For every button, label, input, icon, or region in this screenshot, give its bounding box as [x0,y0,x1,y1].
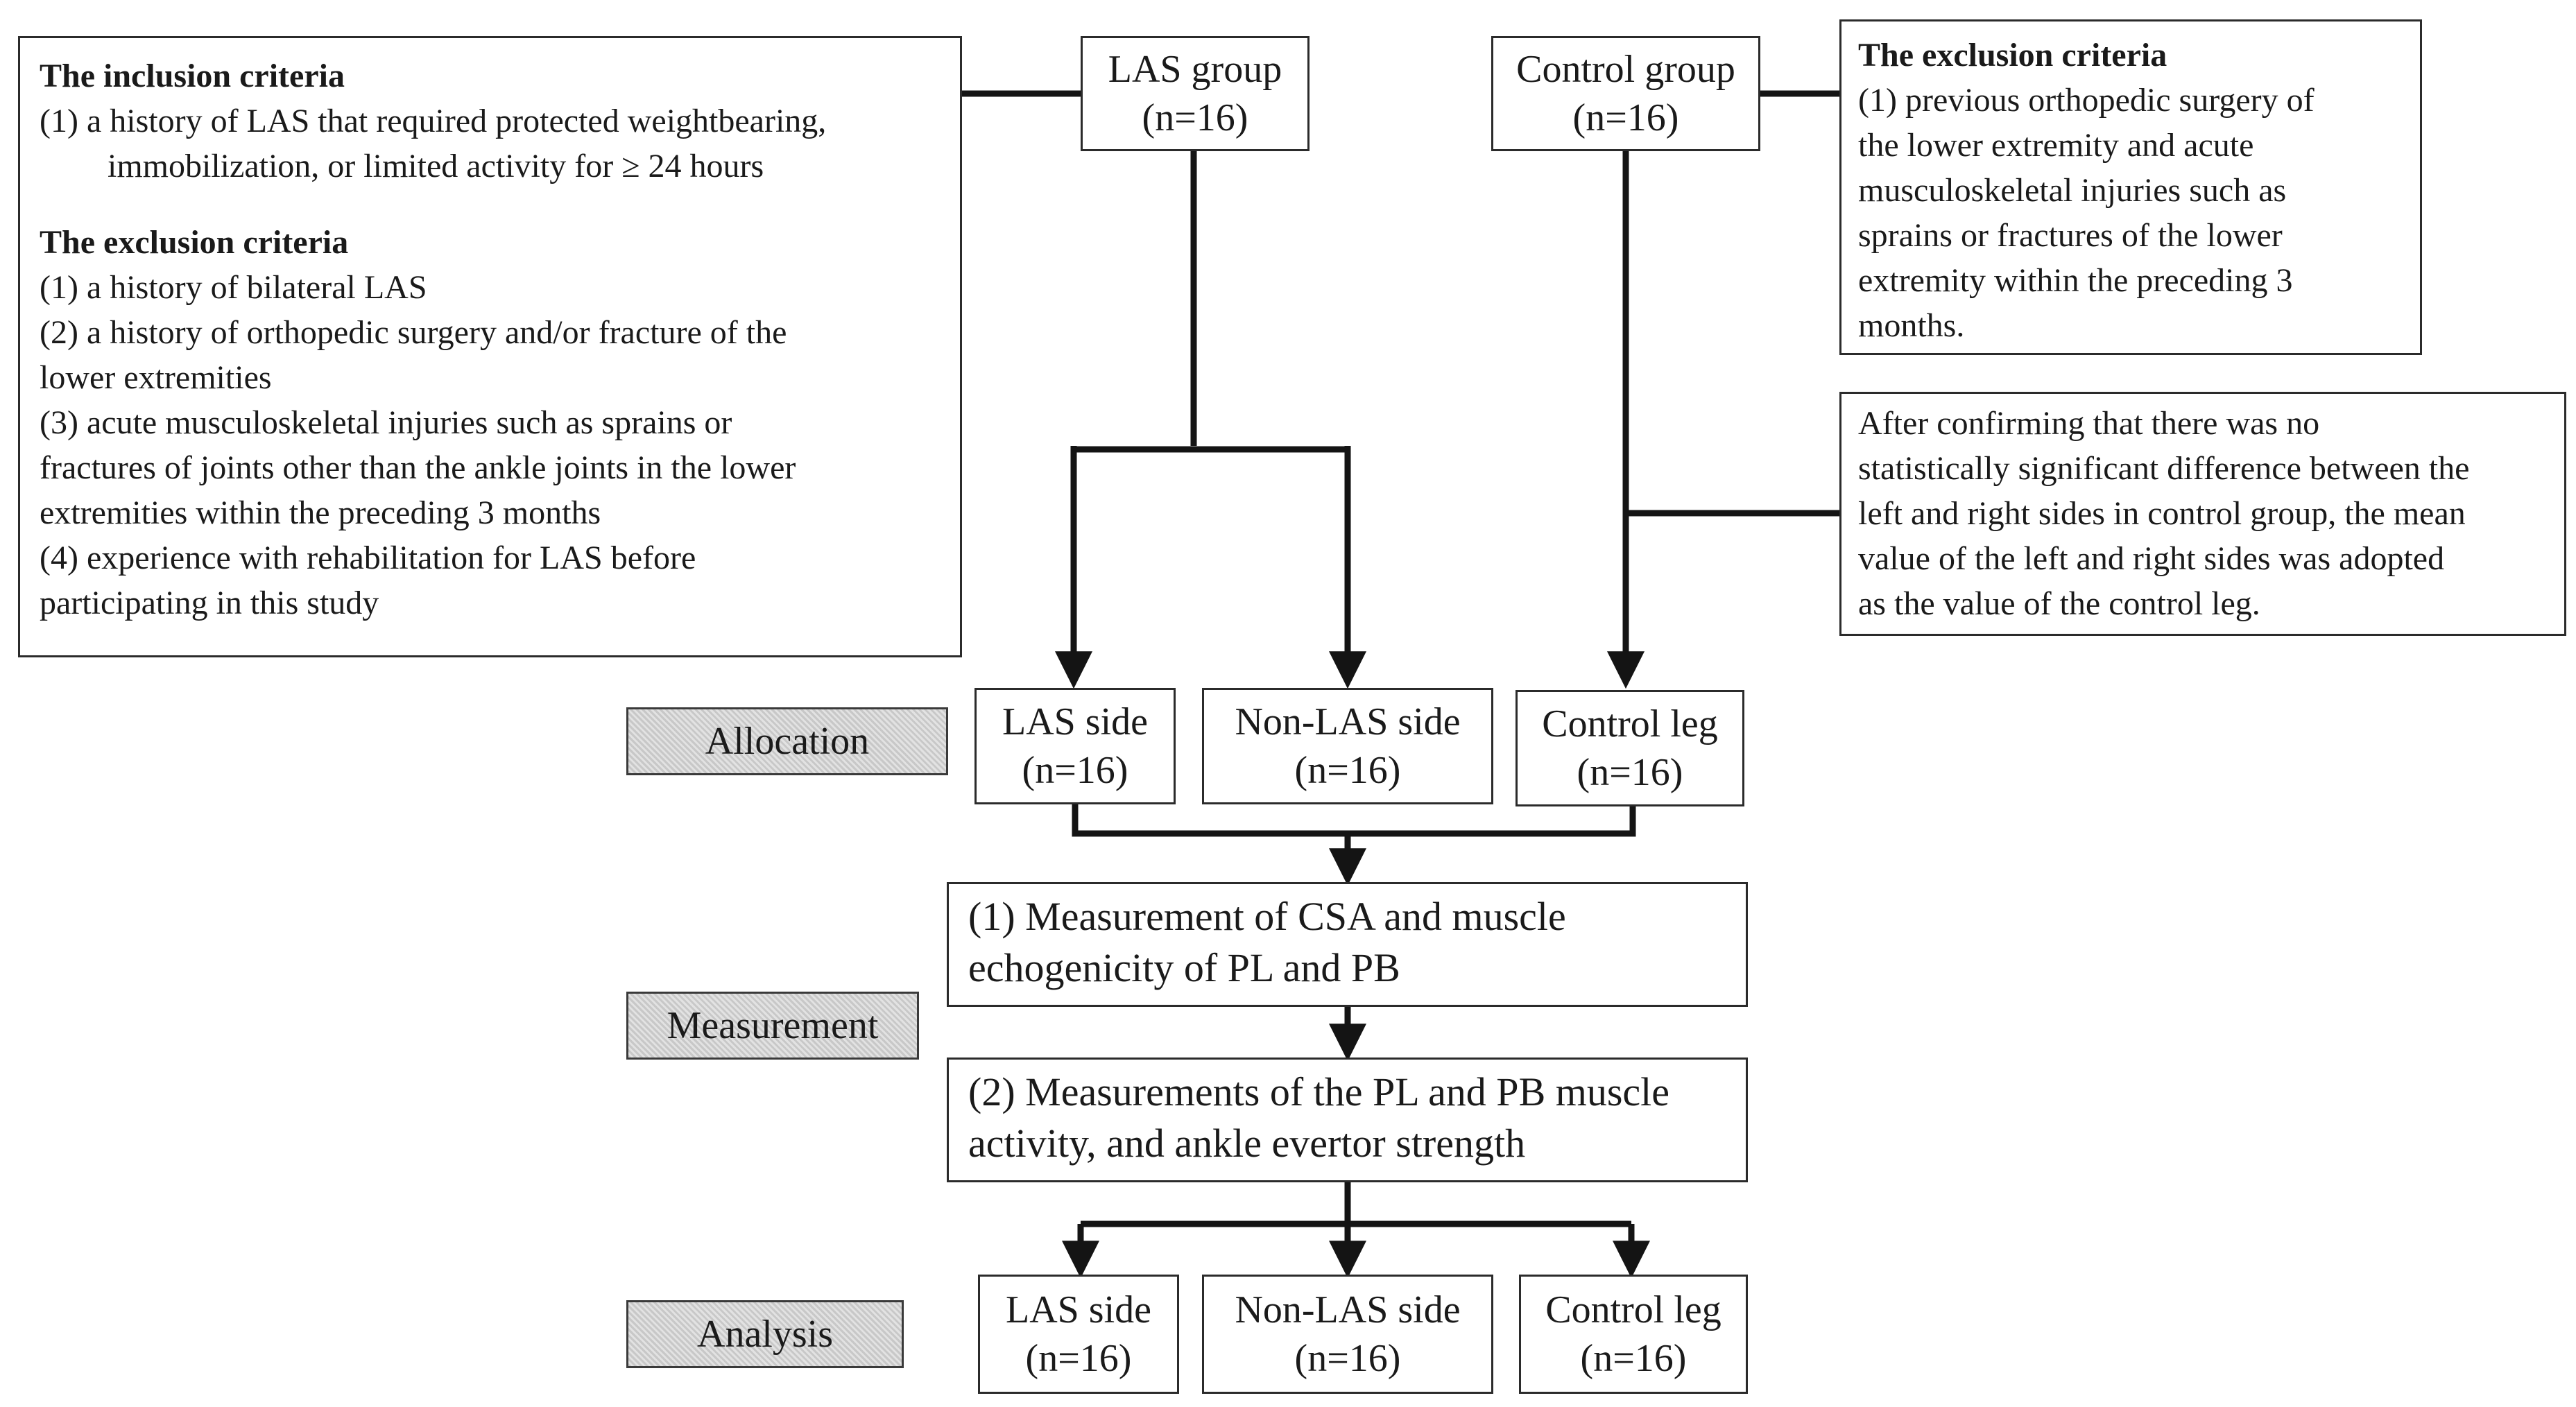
analysis-non-las-side-count: (n=16) [1294,1337,1401,1380]
analysis-las-side-count: (n=16) [1025,1337,1132,1380]
measurement-step-1-box: (1) Measurement of CSA and muscle echoge… [947,882,1748,1007]
exclusion-line: (2) a history of orthopedic surgery and/… [40,314,787,351]
analysis-control-leg-count: (n=16) [1580,1337,1687,1380]
allocation-non-las-side-label: Non-LAS side [1235,700,1461,743]
allocation-non-las-side-box: Non-LAS side (n=16) [1202,688,1493,804]
measurement-step-2-box: (2) Measurements of the PL and PB muscle… [947,1058,1748,1182]
control-group-label: Control group [1516,48,1735,91]
note-line: left and right sides in control group, t… [1858,495,2466,532]
allocation-las-side-box: LAS side (n=16) [974,688,1176,804]
control-exclusion-line: sprains or fractures of the lower [1858,217,2283,254]
control-exclusion-line: the lower extremity and acute [1858,127,2254,164]
allocation-merge-line [1072,802,1636,837]
measurement-step-2-line: (2) Measurements of the PL and PB muscle [968,1069,1670,1114]
control-exclusion-line: musculoskeletal injuries such as [1858,172,2287,209]
control-group-box: Control group (n=16) [1491,36,1760,151]
las-criteria-box: The inclusion criteria (1) a history of … [18,36,962,657]
allocation-control-leg-label: Control leg [1542,702,1718,745]
las-split-line [1070,446,1351,453]
allocation-las-side-label: LAS side [1002,700,1148,743]
analysis-non-las-side-box: Non-LAS side (n=16) [1202,1275,1493,1394]
measurement-step-1-line: (1) Measurement of CSA and muscle [968,894,1566,939]
exclusion-line: (1) a history of bilateral LAS [40,269,427,306]
control-exclusion-box: The exclusion criteria (1) previous orth… [1839,19,2422,355]
exclusion-line: fractures of joints other than the ankle… [40,449,796,486]
inclusion-item-line: (1) a history of LAS that required prote… [40,103,827,139]
analysis-las-side-label: LAS side [1006,1288,1151,1331]
exclusion-line: participating in this study [40,585,379,621]
allocation-control-leg-box: Control leg (n=16) [1515,690,1744,806]
las-group-label: LAS group [1108,48,1282,91]
exclusion-line: (4) experience with rehabilitation for L… [40,540,696,576]
control-group-count: (n=16) [1572,96,1679,139]
control-exclusion-line: (1) previous orthopedic surgery of [1858,82,2315,119]
allocation-stage-label: Allocation [626,707,948,775]
exclusion-line: extremities within the preceding 3 month… [40,494,601,531]
exclusion-line: lower extremities [40,359,272,396]
analysis-control-leg-label: Control leg [1545,1288,1721,1331]
note-line: statistically significant difference bet… [1858,450,2470,487]
inclusion-heading: The inclusion criteria [40,58,345,94]
measurement-stage-label: Measurement [626,992,919,1060]
las-group-box: LAS group (n=16) [1081,36,1310,151]
analysis-non-las-side-label: Non-LAS side [1235,1288,1461,1331]
allocation-las-side-count: (n=16) [1022,749,1128,792]
measurement-step-2-line: activity, and ankle evertor strength [968,1121,1526,1166]
control-exclusion-heading: The exclusion criteria [1858,37,2167,74]
allocation-non-las-side-count: (n=16) [1294,749,1401,792]
note-line: as the value of the control leg. [1858,585,2260,622]
analysis-las-side-box: LAS side (n=16) [978,1275,1179,1394]
analysis-control-leg-box: Control leg (n=16) [1519,1275,1748,1394]
measurement-step-1-line: echogenicity of PL and PB [968,945,1400,990]
las-group-count: (n=16) [1142,96,1248,139]
allocation-control-leg-count: (n=16) [1577,751,1683,794]
inclusion-item-line: immobilization, or limited activity for … [108,148,764,184]
exclusion-line: (3) acute musculoskeletal injuries such … [40,404,732,441]
note-line: value of the left and right sides was ad… [1858,540,2445,577]
exclusion-heading: The exclusion criteria [40,224,349,261]
control-exclusion-line: months. [1858,307,1965,344]
analysis-stage-label: Analysis [626,1300,904,1368]
control-exclusion-line: extremity within the preceding 3 [1858,262,2293,299]
control-leg-note-box: After confirming that there was no stati… [1839,392,2566,636]
note-line: After confirming that there was no [1858,405,2320,442]
